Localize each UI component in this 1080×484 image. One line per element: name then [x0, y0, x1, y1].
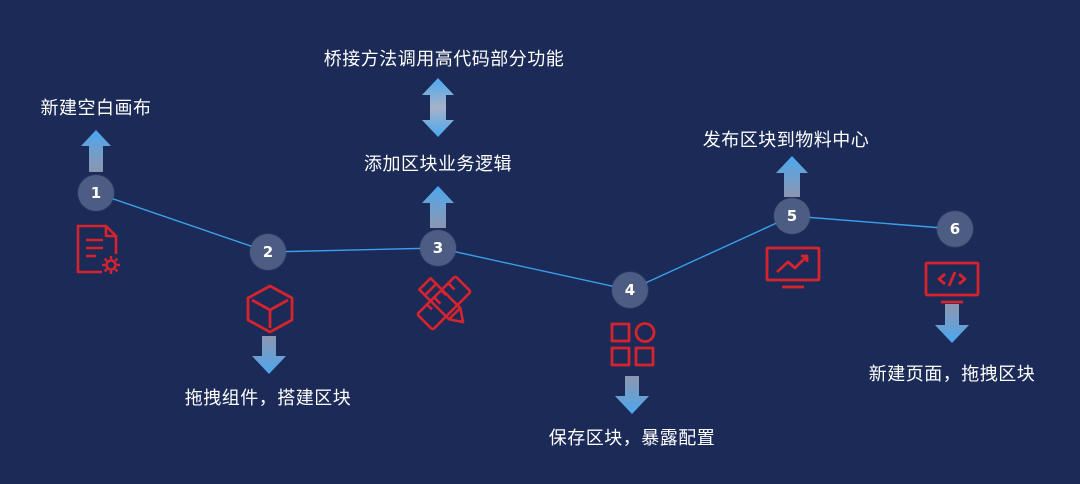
up-arrow-5	[776, 156, 808, 197]
down-arrow-2	[252, 336, 286, 374]
connector-line	[95, 192, 956, 291]
up-arrow-1	[81, 130, 111, 172]
blocks-grid-icon	[610, 322, 656, 367]
monitor-code-icon	[924, 261, 980, 304]
step-node-6: 6	[937, 211, 973, 247]
step-label-5: 发布区块到物料中心	[702, 130, 870, 151]
step-label-2: 拖拽组件，搭建区块	[184, 388, 352, 409]
step-label-3-secondary: 桥接方法调用高代码部分功能	[323, 49, 565, 70]
step-node-2: 2	[250, 234, 286, 270]
step-label-1: 新建空白画布	[40, 98, 152, 119]
step-node-3: 3	[420, 230, 456, 266]
cube-icon	[246, 284, 294, 334]
down-arrow-4	[615, 376, 649, 414]
step-node-4: 4	[612, 272, 648, 308]
step-label-4: 保存区块，暴露配置	[548, 428, 716, 449]
monitor-chart-icon	[765, 246, 821, 289]
ruler-pencil-icon	[416, 275, 472, 331]
step-node-5: 5	[774, 198, 810, 234]
down-arrow-6	[935, 304, 969, 343]
up-arrow-3	[422, 186, 454, 228]
document-gear-icon	[76, 224, 120, 274]
step-node-1: 1	[78, 175, 114, 211]
double-arrow-3	[422, 78, 454, 137]
step-label-3: 添加区块业务逻辑	[364, 154, 512, 175]
step-label-6: 新建页面，拖拽区块	[868, 364, 1036, 385]
